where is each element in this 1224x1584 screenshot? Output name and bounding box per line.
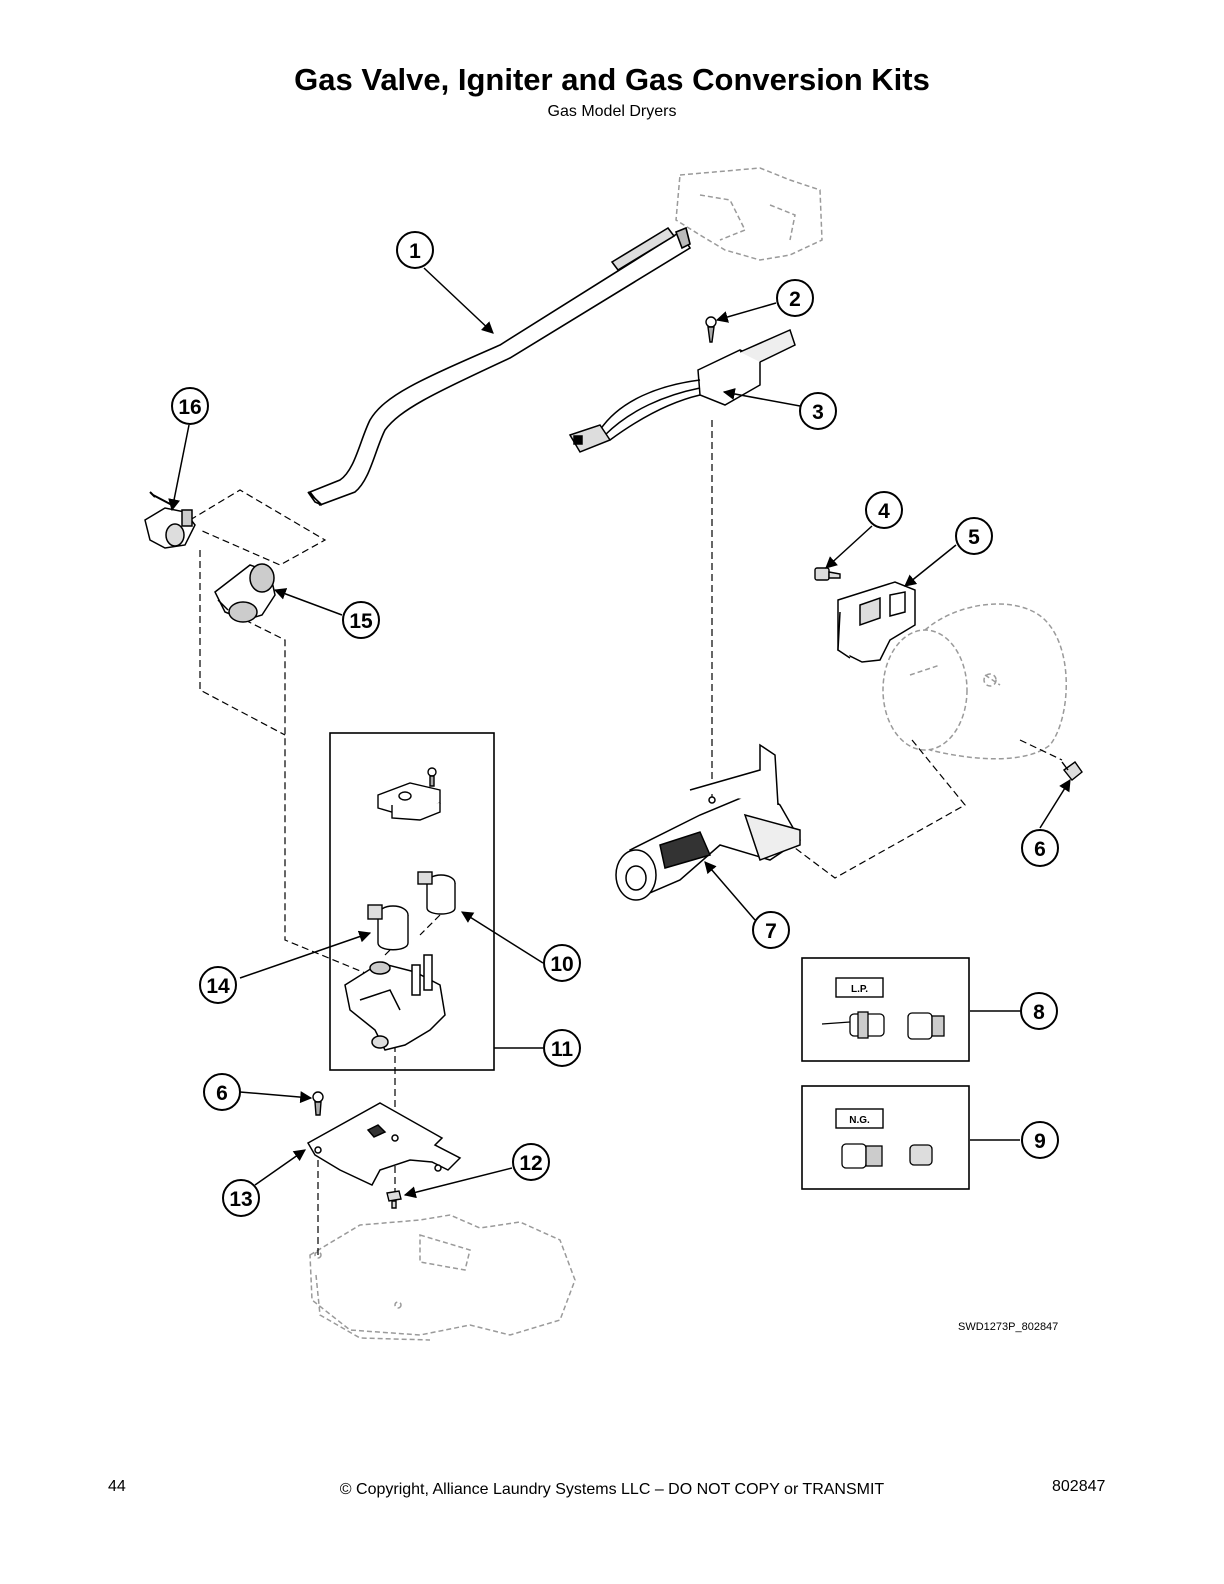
part-coil-small [417, 871, 456, 915]
callout-3: 3 [799, 392, 837, 430]
part-screw-igniter [705, 316, 717, 343]
lp-kit-box: L.P. [801, 957, 970, 1062]
part-screw-right [1061, 761, 1083, 781]
svg-text:3: 3 [812, 401, 824, 424]
callout-13: 13 [222, 1179, 260, 1217]
svg-text:7: 7 [765, 920, 777, 943]
callout-5: 5 [955, 517, 993, 555]
svg-text:13: 13 [229, 1188, 252, 1211]
callout-9: 9 [1021, 1121, 1059, 1159]
part-screw-left [312, 1091, 324, 1116]
svg-text:9: 9 [1034, 1130, 1046, 1153]
callout-14: 14 [199, 966, 237, 1004]
part-mounting-bracket [306, 1102, 462, 1186]
part-shutoff-valve [144, 491, 196, 549]
page-number: 44 [108, 1478, 126, 1495]
part-valve-bracket [377, 767, 441, 821]
svg-text:6: 6 [1034, 838, 1046, 861]
part-elbow-fitting [214, 563, 276, 623]
callout-4: 4 [865, 491, 903, 529]
page-title: Gas Valve, Igniter and Gas Conversion Ki… [294, 62, 930, 97]
svg-text:15: 15 [349, 610, 373, 633]
svg-text:6: 6 [216, 1082, 228, 1105]
callout-1: 1 [396, 231, 434, 269]
callout-15: 15 [342, 601, 380, 639]
part-coil-large [367, 904, 409, 951]
ng-kit-label: N.G. [849, 1115, 870, 1126]
phantom-burner-drum [882, 603, 1067, 760]
ng-kit-box: N.G. [801, 1085, 970, 1190]
valve-assembly-box [329, 732, 495, 1071]
svg-text:16: 16 [178, 396, 201, 419]
part-screw-bottom [386, 1190, 402, 1209]
svg-text:12: 12 [519, 1152, 542, 1175]
document-number: 802847 [1052, 1478, 1106, 1495]
copyright-notice: © Copyright, Alliance Laundry Systems LL… [339, 1481, 885, 1498]
part-igniter [568, 328, 796, 453]
callout-7: 7 [752, 911, 790, 949]
part-screw-bracket [814, 567, 841, 581]
callout-leaders [168, 267, 1071, 1199]
part-burner-tube [615, 743, 801, 901]
callout-16: 16 [171, 387, 209, 425]
drawing-code: SWD1273P_802847 [958, 1321, 1059, 1333]
assembly-dashed-lines [189, 420, 1063, 1255]
callout-6-right: 6 [1021, 829, 1059, 867]
callout-2: 2 [776, 279, 814, 317]
callout-12: 12 [512, 1143, 550, 1181]
svg-text:14: 14 [206, 975, 230, 998]
svg-text:2: 2 [789, 288, 801, 311]
part-gas-pipe [307, 226, 692, 506]
svg-text:10: 10 [550, 953, 573, 976]
svg-text:1: 1 [409, 240, 421, 263]
svg-text:4: 4 [878, 500, 890, 523]
callout-10: 10 [543, 944, 581, 982]
svg-text:5: 5 [968, 526, 980, 549]
part-sensor-bracket [837, 581, 916, 663]
page-subtitle: Gas Model Dryers [547, 103, 677, 120]
part-gas-valve-body [344, 954, 446, 1051]
svg-text:11: 11 [551, 1038, 574, 1061]
phantom-base-plate [309, 1214, 576, 1341]
callout-6-left: 6 [203, 1073, 241, 1111]
callout-11: 11 [543, 1029, 581, 1067]
phantom-bracket-top [675, 167, 823, 261]
callout-8: 8 [1020, 992, 1058, 1030]
svg-text:8: 8 [1033, 1001, 1045, 1024]
lp-kit-label: L.P. [851, 984, 868, 995]
